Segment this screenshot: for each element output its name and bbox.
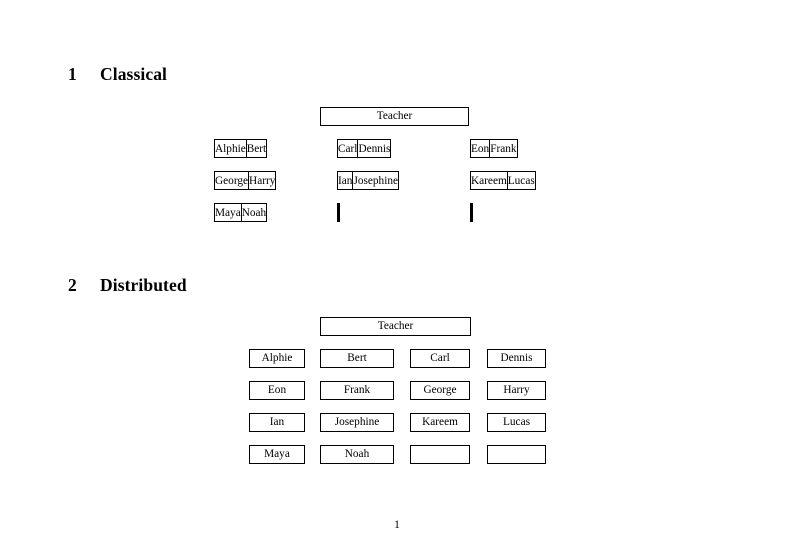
distributed-cell: Bert	[320, 349, 394, 368]
classical-cell: Lucas	[506, 171, 536, 190]
section-title: Classical	[100, 64, 168, 84]
classical-group-box: Kareem Lucas	[470, 171, 536, 190]
section-number: 1	[68, 64, 77, 84]
classical-cell: Noah	[240, 203, 268, 222]
distributed-cell: Frank	[320, 381, 394, 400]
distributed-cell: George	[410, 381, 470, 400]
classical-group-box: Maya Noah	[214, 203, 268, 222]
section-heading-classical: 1 Classical	[68, 64, 167, 85]
classical-group-box: Carl Dennis	[336, 139, 392, 158]
classical-cell: Dennis	[357, 139, 392, 158]
teacher-box-classical: Teacher	[320, 107, 469, 126]
distributed-cell: Harry	[487, 381, 546, 400]
classical-cell-empty	[471, 203, 473, 222]
distributed-cell: Kareem	[410, 413, 470, 432]
classical-group-box	[337, 203, 340, 222]
distributed-cell: Carl	[410, 349, 470, 368]
distributed-cell-empty	[487, 445, 546, 464]
classical-cell-empty	[338, 203, 340, 222]
classical-cell: George	[213, 171, 250, 190]
classical-cell: Josephine	[352, 171, 399, 190]
section-number: 2	[68, 275, 77, 295]
distributed-cell: Lucas	[487, 413, 546, 432]
distributed-cell-empty	[410, 445, 470, 464]
classical-group-box: Alphie Bert	[214, 139, 268, 158]
classical-cell: Alphie	[214, 139, 247, 158]
distributed-cell: Noah	[320, 445, 394, 464]
classical-group-box	[470, 203, 473, 222]
teacher-box-distributed: Teacher	[320, 317, 471, 336]
classical-cell: Bert	[245, 139, 268, 158]
classical-cell: Eon	[469, 139, 491, 158]
distributed-cell: Josephine	[320, 413, 394, 432]
classical-cell: Ian	[336, 171, 354, 190]
classical-cell: Kareem	[470, 171, 508, 190]
distributed-cell: Dennis	[487, 349, 546, 368]
classical-group-box: George Harry	[213, 171, 277, 190]
distributed-cell: Ian	[249, 413, 305, 432]
classical-cell: Frank	[489, 139, 518, 158]
distributed-cell: Maya	[249, 445, 305, 464]
classical-cell: Maya	[214, 203, 242, 222]
page-number: 1	[394, 519, 400, 531]
classical-group-box: Eon Frank	[469, 139, 518, 158]
classical-cell: Carl	[336, 139, 359, 158]
classical-cell: Harry	[248, 171, 277, 190]
classical-group-box: Ian Josephine	[336, 171, 399, 190]
distributed-cell: Eon	[249, 381, 305, 400]
section-heading-distributed: 2 Distributed	[68, 275, 187, 296]
section-title: Distributed	[100, 275, 187, 295]
distributed-cell: Alphie	[249, 349, 305, 368]
